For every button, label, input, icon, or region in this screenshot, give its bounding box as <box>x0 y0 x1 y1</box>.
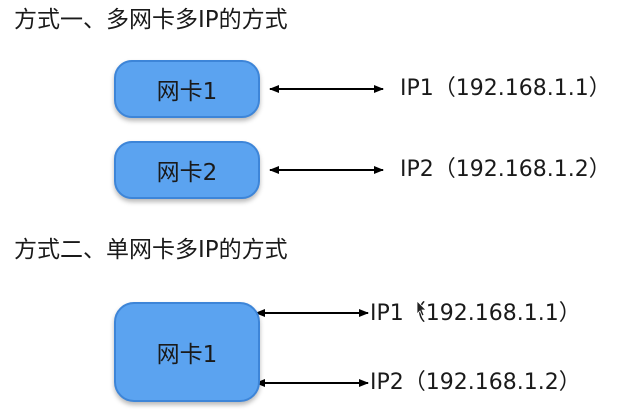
method2-ip-2: IP2（192.168.1.2） <box>370 370 581 395</box>
method2-nic-box: 网卡1 <box>114 302 260 402</box>
method1-heading: 方式一、多网卡多IP的方式 <box>14 7 288 33</box>
method1-ip-1: IP1（192.168.1.1） <box>400 76 611 101</box>
method1-nic-1-label: 网卡1 <box>156 79 218 105</box>
method2-heading: 方式二、单网卡多IP的方式 <box>14 237 288 263</box>
method1-nic-1-box: 网卡1 <box>114 60 260 118</box>
method2-ip-1: IP1（192.168.1.1） <box>370 301 581 326</box>
method1-nic-2-label: 网卡2 <box>156 160 218 186</box>
mouse-cursor-icon <box>416 300 426 317</box>
method1-nic-2-box: 网卡2 <box>114 141 260 199</box>
method2-nic-label: 网卡1 <box>156 342 218 368</box>
method1-ip-2: IP2（192.168.1.2） <box>400 157 611 182</box>
